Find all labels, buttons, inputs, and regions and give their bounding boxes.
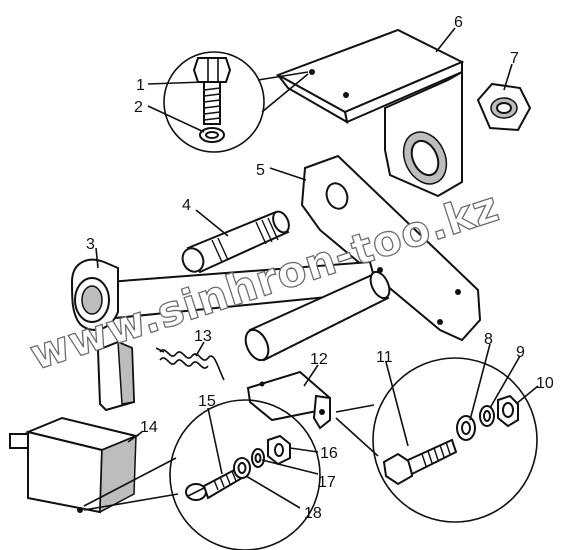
label-18: 18 xyxy=(304,505,322,522)
part-5-plate xyxy=(300,154,482,342)
label-11: 11 xyxy=(376,349,393,366)
part-6-bracket xyxy=(275,28,465,198)
label-5: 5 xyxy=(256,162,265,179)
label-6: 6 xyxy=(454,14,463,31)
label-12: 12 xyxy=(310,351,328,368)
label-7: 7 xyxy=(510,50,519,67)
label-17: 17 xyxy=(318,474,336,491)
label-13: 13 xyxy=(194,328,212,345)
label-10: 10 xyxy=(536,375,554,392)
detail-circle-bolt-washer xyxy=(163,51,309,153)
label-3: 3 xyxy=(86,236,95,253)
label-14: 14 xyxy=(140,419,158,436)
leader-lines xyxy=(95,27,539,509)
detail-circle-screw xyxy=(83,399,321,550)
label-8: 8 xyxy=(484,331,493,348)
label-16: 16 xyxy=(320,445,338,462)
part-12-small-bracket xyxy=(246,370,332,430)
part-13-spring xyxy=(155,347,225,381)
label-2: 2 xyxy=(134,99,143,116)
part-3-lever xyxy=(70,258,391,412)
part-labels: 1 2 3 4 5 6 7 8 9 10 11 12 13 14 15 16 1… xyxy=(86,14,554,522)
part-7-hex-nut xyxy=(476,82,532,132)
label-15: 15 xyxy=(198,393,216,410)
label-9: 9 xyxy=(516,344,525,361)
label-1: 1 xyxy=(136,77,145,94)
label-4: 4 xyxy=(182,197,191,214)
detail-circle-bolt-nut xyxy=(335,357,538,523)
part-4-threaded-stud xyxy=(181,210,290,274)
part-14-box xyxy=(9,416,140,514)
